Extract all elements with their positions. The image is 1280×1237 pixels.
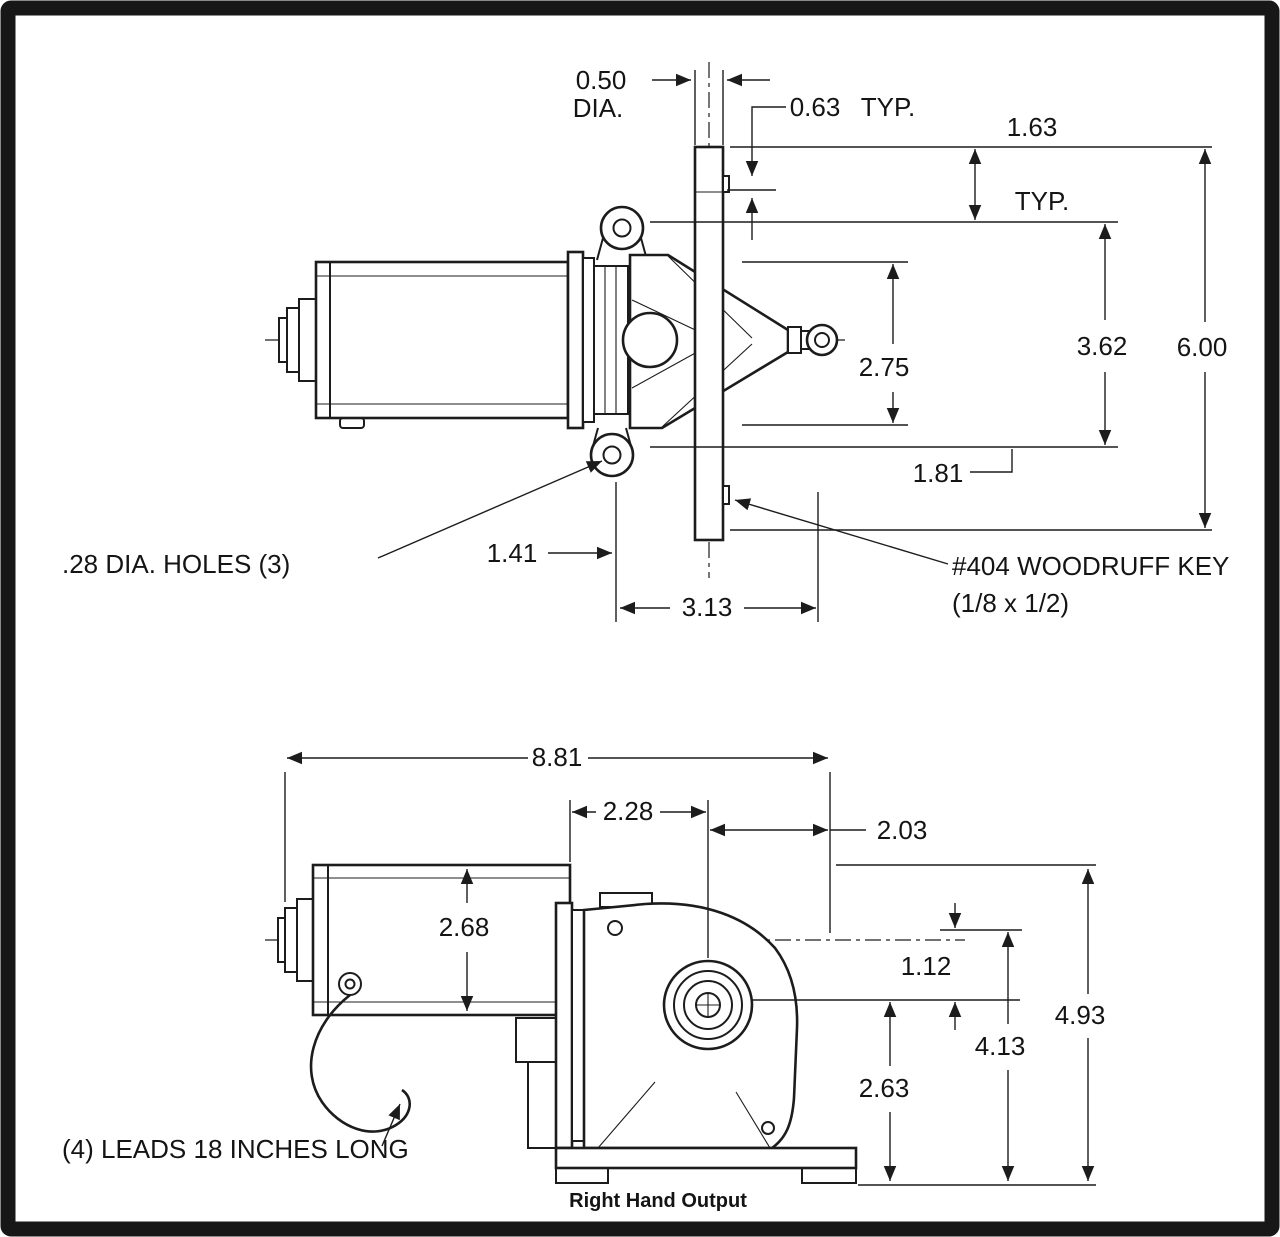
note-leads: (4) LEADS 18 INCHES LONG bbox=[62, 1134, 409, 1164]
note-woodruff-key-line2: (1/8 x 1/2) bbox=[952, 588, 1069, 618]
lead-wire bbox=[309, 993, 411, 1133]
gear-housing-plate-side bbox=[554, 892, 653, 1150]
caption-right-hand-output: Right Hand Output bbox=[569, 1190, 747, 1212]
dim-2-75: 2.75 bbox=[859, 352, 910, 382]
dim-line-key-offset bbox=[745, 106, 786, 176]
dim-line-1-81 bbox=[970, 449, 1013, 473]
dim-1-12: 1.12 bbox=[901, 951, 952, 981]
output-clevis bbox=[787, 323, 839, 357]
dim-key-offset: 0.63 bbox=[790, 92, 841, 122]
motor-support-bracket bbox=[515, 1017, 557, 1063]
dim-2-28: 2.28 bbox=[603, 796, 654, 826]
dim-1-81: 1.81 bbox=[913, 458, 964, 488]
dim-key-offset-typ: TYP. bbox=[861, 92, 915, 122]
dim-typ: TYP. bbox=[1015, 186, 1069, 216]
leader-woodruff-key bbox=[734, 498, 949, 565]
leader-holes bbox=[377, 460, 603, 559]
output-boss bbox=[662, 959, 754, 1051]
note-mounting-holes: .28 DIA. HOLES (3) bbox=[62, 549, 290, 579]
side-view: 8.81 2.28 2.03 2.68 1.12 4.13 4.93 2.63 … bbox=[62, 742, 1105, 1212]
dim-3-62: 3.62 bbox=[1077, 331, 1128, 361]
base-foot-right bbox=[801, 1167, 857, 1184]
shaft-key-slot-upper bbox=[722, 175, 730, 193]
dim-shaft-dia-unit: DIA. bbox=[573, 93, 624, 123]
woodruff-key bbox=[722, 485, 730, 505]
dim-4-93: 4.93 bbox=[1055, 1000, 1106, 1030]
dim-2-03: 2.03 bbox=[877, 815, 928, 845]
dim-1-41: 1.41 bbox=[487, 538, 538, 568]
motor-body-side bbox=[277, 863, 572, 1149]
dim-shaft-dia: 0.50 bbox=[576, 65, 627, 95]
dim-4-13: 4.13 bbox=[975, 1031, 1026, 1061]
motor-body-top bbox=[278, 260, 570, 429]
output-shaft-vertical bbox=[693, 145, 730, 542]
gearbox-boss-circle bbox=[621, 311, 679, 369]
note-woodruff-key-line1: #404 WOODRUFF KEY bbox=[952, 551, 1229, 581]
dim-2-63: 2.63 bbox=[859, 1073, 910, 1103]
gear-housing-flange bbox=[566, 250, 629, 430]
mounting-tab-bottom bbox=[589, 427, 635, 478]
dim-6-00: 6.00 bbox=[1177, 332, 1228, 362]
dim-1-63: 1.63 bbox=[1007, 112, 1058, 142]
dim-2-68: 2.68 bbox=[439, 912, 490, 942]
dim-3-13: 3.13 bbox=[682, 592, 733, 622]
lead-grommet bbox=[338, 972, 362, 996]
leader-leads bbox=[381, 1103, 401, 1147]
base-foot-left bbox=[555, 1167, 609, 1184]
top-view: 0.50 DIA. 0.63 TYP. 1.63 TYP. 3.62 6.00 … bbox=[62, 62, 1229, 622]
mounting-tab-top bbox=[596, 205, 648, 261]
dim-8-81: 8.81 bbox=[532, 742, 583, 772]
base-plate bbox=[554, 1146, 858, 1170]
